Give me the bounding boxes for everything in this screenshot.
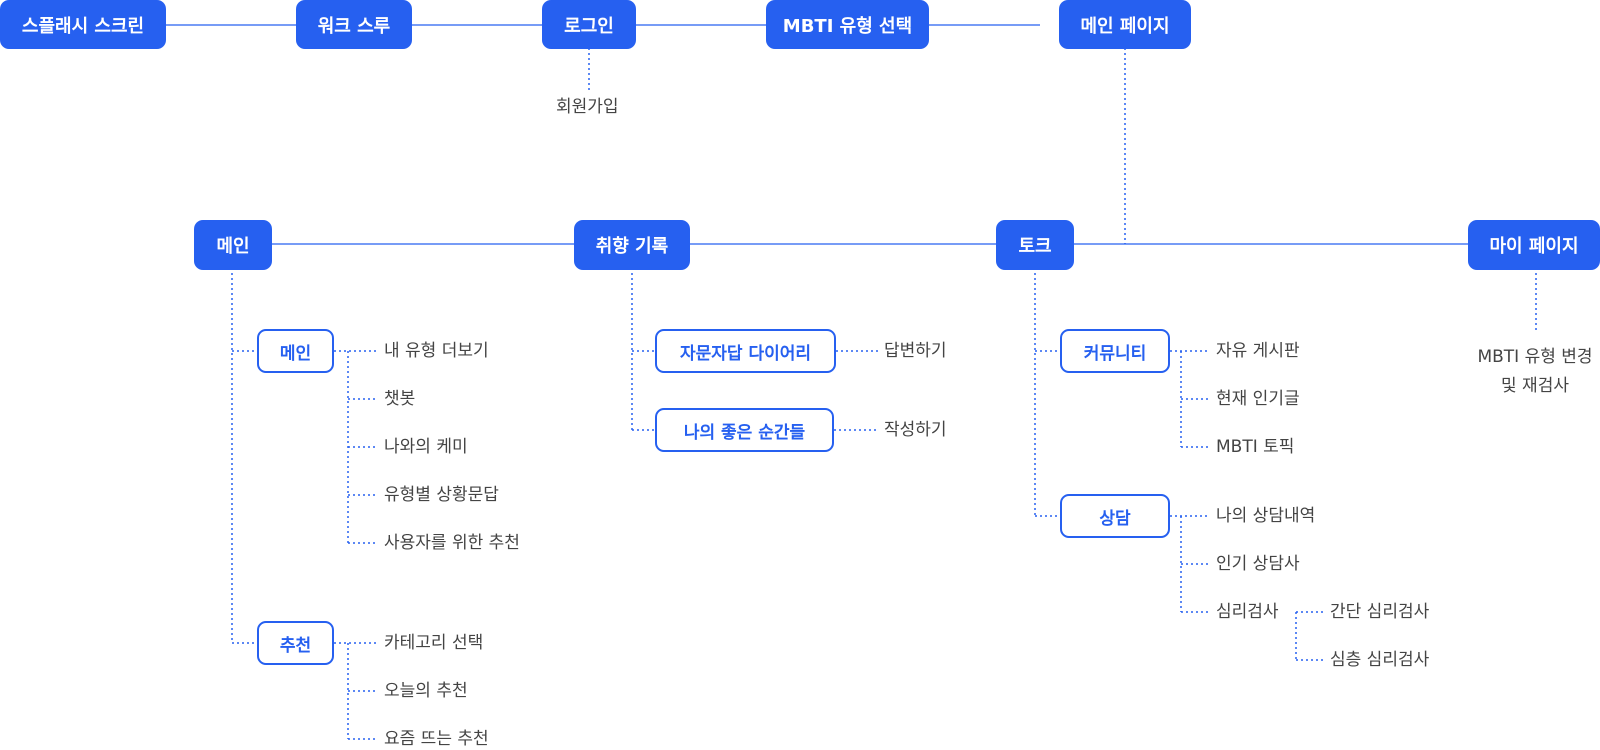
node-splash-screen: 스플래시 스크린 xyxy=(0,0,166,49)
leaf-user-recommend: 사용자를 위한 추천 xyxy=(384,533,520,553)
node-recommend: 추천 xyxy=(257,621,334,665)
leaf-simple-psych-test: 간단 심리검사 xyxy=(1330,602,1430,622)
leaf-today-recommend: 오늘의 추천 xyxy=(384,681,468,701)
leaf-write: 작성하기 xyxy=(884,420,947,440)
node-main: 메인 xyxy=(194,220,272,270)
leaf-category-select: 카테고리 선택 xyxy=(384,633,484,653)
node-taste-record: 취향 기록 xyxy=(574,220,690,270)
node-main-page: 메인 페이지 xyxy=(1059,0,1191,49)
leaf-trending-recommend: 요즘 뜨는 추천 xyxy=(384,729,489,749)
node-talk: 토크 xyxy=(996,220,1074,270)
node-good-moments: 나의 좋은 순간들 xyxy=(655,408,834,452)
leaf-free-board: 자유 게시판 xyxy=(1216,341,1300,361)
leaf-my-type-more: 내 유형 더보기 xyxy=(384,341,489,361)
leaf-answer: 답변하기 xyxy=(884,341,947,361)
node-walkthrough: 워크 스루 xyxy=(296,0,412,49)
leaf-mbti-topic: MBTI 토픽 xyxy=(1216,437,1295,457)
leaf-chemistry: 나와의 케미 xyxy=(384,437,468,457)
leaf-deep-psych-test: 심층 심리검사 xyxy=(1330,650,1430,670)
label-signup: 회원가입 xyxy=(556,97,619,117)
node-self-qa-diary: 자문자답 다이어리 xyxy=(655,329,836,373)
node-mbti-select: MBTI 유형 선택 xyxy=(766,0,929,49)
leaf-my-counseling: 나의 상담내역 xyxy=(1216,506,1316,526)
node-login: 로그인 xyxy=(542,0,636,49)
leaf-retest: 및 재검사 xyxy=(1501,376,1569,396)
leaf-psych-test: 심리검사 xyxy=(1216,602,1279,622)
leaf-chatbot: 챗봇 xyxy=(384,389,416,409)
node-community: 커뮤니티 xyxy=(1060,329,1170,373)
node-counseling: 상담 xyxy=(1060,494,1170,538)
leaf-situation-qa: 유형별 상황문답 xyxy=(384,485,499,505)
node-my-page: 마이 페이지 xyxy=(1468,220,1600,270)
leaf-popular-counselor: 인기 상담사 xyxy=(1216,554,1300,574)
leaf-mbti-change: MBTI 유형 변경 xyxy=(1477,347,1593,367)
leaf-popular-posts: 현재 인기글 xyxy=(1216,389,1300,409)
node-main-sub: 메인 xyxy=(257,329,334,373)
